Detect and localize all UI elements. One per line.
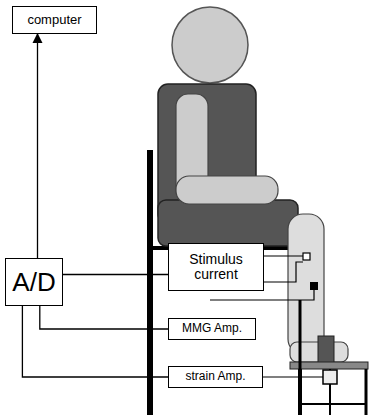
box-label: computer — [27, 13, 81, 27]
converter-box: A/D — [5, 258, 63, 306]
box-label: Stimulus current — [169, 252, 263, 283]
computer-box: computer — [12, 6, 97, 34]
stimulator-box: Stimulus current — [168, 243, 264, 291]
strain-gauge — [323, 370, 337, 384]
lower-leg — [288, 214, 324, 354]
box-label: A/D — [12, 268, 55, 297]
chair-back — [147, 150, 153, 415]
amplifier-box: MMG Amp. — [168, 318, 256, 340]
box-label: strain Amp. — [185, 370, 245, 383]
stimulus-electrode — [303, 253, 310, 260]
forearm — [176, 176, 278, 204]
head — [172, 7, 248, 83]
signal-line — [22, 306, 168, 377]
fixture-post — [299, 300, 302, 415]
amplifier-box: strain Amp. — [168, 366, 263, 388]
mmg-sensor — [310, 282, 318, 290]
ankle-strap — [318, 336, 334, 364]
mmg-wire — [210, 290, 314, 300]
signal-arrow — [37, 34, 38, 258]
box-label: MMG Amp. — [182, 322, 242, 335]
fixture-bar — [300, 403, 366, 405]
signal-line — [63, 274, 168, 275]
signal-line — [40, 306, 168, 329]
thigh — [158, 200, 298, 246]
foot-plate — [290, 362, 368, 369]
fixture-post — [365, 369, 368, 415]
